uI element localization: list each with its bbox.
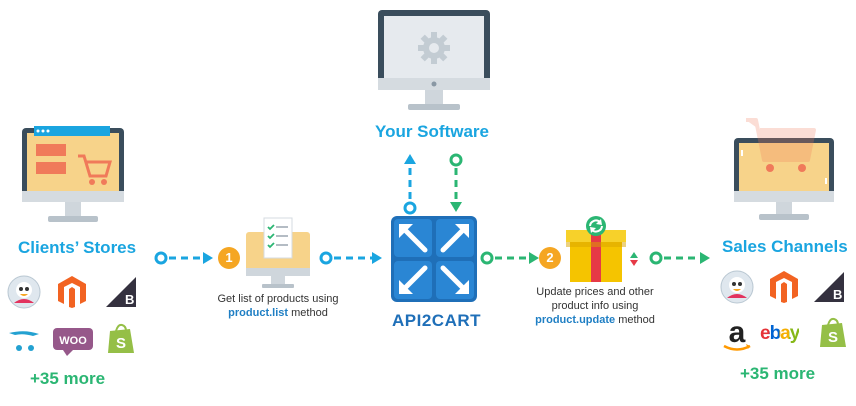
woocommerce-logo-icon: WOO xyxy=(53,328,93,356)
amazon-letter: a xyxy=(729,316,746,349)
api2cart-label: API2CART xyxy=(392,311,482,330)
arrow-api-to-step2 xyxy=(480,251,539,265)
step-2-line2: product info using xyxy=(551,300,639,312)
bigcommerce-letter: B xyxy=(125,292,134,307)
bigcommerce-logo-icon: B xyxy=(106,277,136,307)
arrow-down-to-api xyxy=(449,153,463,212)
monitor-gear-icon xyxy=(378,10,490,110)
shopify-letter: S xyxy=(116,335,126,352)
step-1-badge: 1 xyxy=(218,247,240,269)
ebay-text: ebay xyxy=(760,323,800,344)
woo-text: WOO xyxy=(59,335,87,347)
prestashop-logo-icon xyxy=(7,275,41,309)
clients-stores-title: Clients’ Stores xyxy=(18,238,137,257)
arrow-step1-to-api xyxy=(319,251,382,265)
ebay-logo-icon: ebay xyxy=(760,323,810,349)
channel-monitor-cart-icon xyxy=(734,118,834,220)
channel-shopify-logo-icon: S xyxy=(820,317,846,347)
channels-more-count: +35 more xyxy=(740,364,816,383)
step-1-method-line: product.list method xyxy=(198,306,358,320)
api2cart-logo-icon xyxy=(391,216,477,302)
step-2-caption: Update prices and other product info usi… xyxy=(515,285,675,327)
sales-channels-title: Sales Channels xyxy=(722,237,848,256)
your-software-title: Your Software xyxy=(375,122,489,141)
channel-magento-logo-icon xyxy=(770,271,798,303)
store-monitor-cart-icon xyxy=(22,126,124,222)
step-1-method: product.list xyxy=(228,307,289,319)
magento-logo-icon xyxy=(58,276,86,308)
amazon-logo-icon: a xyxy=(723,316,751,351)
step-1-caption: Get list of products using product.list … xyxy=(198,292,358,320)
clients-more-count: +35 more xyxy=(30,369,106,388)
step-2-line1: Update prices and other xyxy=(536,286,654,298)
arrow-up-to-software xyxy=(403,154,417,215)
channel-bigcommerce-logo-icon: B xyxy=(814,272,844,302)
channel-prestashop-logo-icon xyxy=(720,270,754,304)
channel-bigcommerce-letter: B xyxy=(833,287,842,302)
step-2-suffix: method xyxy=(615,314,655,326)
step-1-line1: Get list of products using xyxy=(217,293,339,305)
arrow-step2-to-channels xyxy=(649,251,710,265)
step-1-suffix: method xyxy=(288,307,328,319)
step-2-method-line: product.update method xyxy=(515,313,675,327)
arrow-clients-to-step1 xyxy=(154,251,213,265)
opencart-logo-icon xyxy=(9,331,39,351)
channel-shopify-letter: S xyxy=(828,329,838,346)
shopify-logo-icon: S xyxy=(108,323,134,353)
step-2-badge: 2 xyxy=(539,247,561,269)
gift-update-icon xyxy=(566,216,638,282)
product-list-monitor-icon xyxy=(246,217,310,288)
step-2-method: product.update xyxy=(535,314,616,326)
